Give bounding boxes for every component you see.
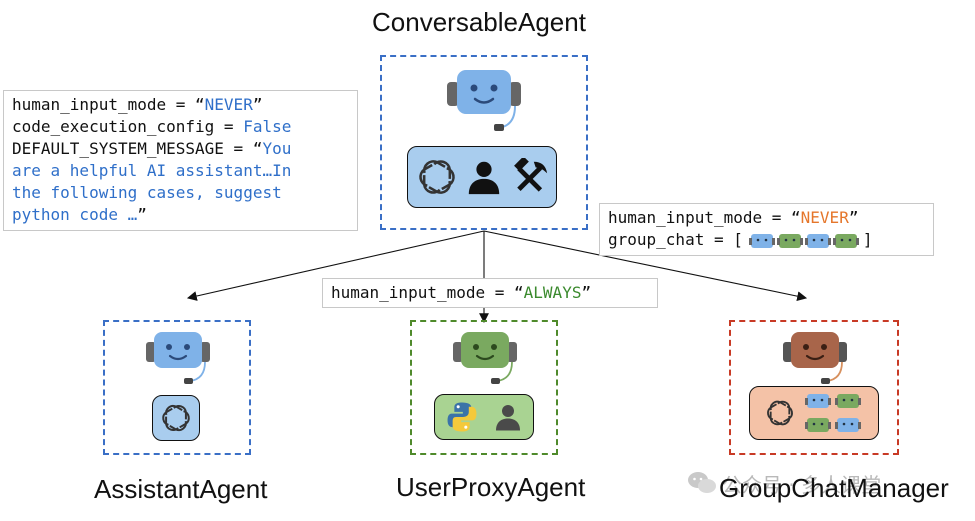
user-proxy-agent-box	[410, 320, 558, 455]
group-chat-manager-box	[729, 320, 899, 455]
user-proxy-config-box: human_input_mode = “ALWAYS”	[322, 278, 658, 308]
robot-icon	[447, 70, 521, 131]
python-logo-icon	[445, 400, 479, 434]
conversable-capabilities-tray	[407, 146, 557, 208]
watermark-text: 公众号 · 多人课堂	[722, 473, 882, 497]
openai-logo-icon	[159, 401, 193, 435]
group-chat-capabilities-tray	[749, 386, 879, 440]
wechat-icon	[688, 472, 716, 493]
assistant-agent-box	[103, 320, 251, 455]
assistant-agent-title: AssistantAgent	[94, 474, 268, 504]
group-chat-manager-title: GroupChatManager	[719, 473, 949, 503]
robot-icon	[453, 332, 517, 384]
group-chat-config-box: human_input_mode = “NEVER” group_chat = …	[599, 203, 934, 256]
assistant-capabilities-tray	[152, 395, 200, 441]
robot-icon	[748, 234, 775, 248]
conversable-config-box: human_input_mode = “NEVER” code_executio…	[3, 90, 358, 231]
group-members-robots	[748, 234, 859, 248]
group-members-robots	[805, 394, 861, 432]
conversable-agent-title: ConversableAgent	[372, 7, 586, 37]
person-icon	[493, 402, 523, 432]
user-proxy-capabilities-tray	[434, 394, 534, 440]
openai-logo-icon	[764, 397, 796, 429]
conversable-agent-box	[380, 55, 588, 230]
robot-icon	[146, 332, 210, 384]
user-proxy-agent-title: UserProxyAgent	[396, 472, 586, 502]
robot-icon	[783, 332, 847, 384]
